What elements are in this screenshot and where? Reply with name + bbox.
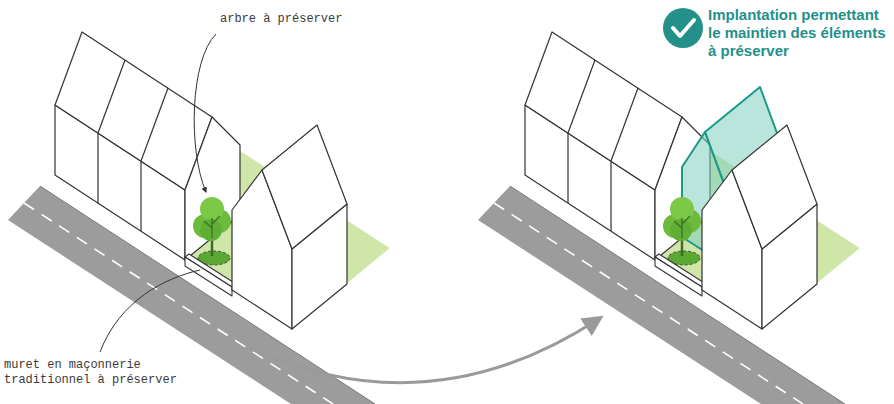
leader-line xyxy=(100,270,200,352)
after-scene xyxy=(478,32,861,404)
before-scene xyxy=(8,32,391,404)
check-icon xyxy=(663,8,703,48)
wall-label: muret en maçonnerie traditionnel à prése… xyxy=(4,358,190,388)
leader-line xyxy=(194,34,216,192)
tree-label: arbre à préserver xyxy=(220,12,390,27)
transition-arrow xyxy=(250,318,600,383)
result-heading: Implantation permettant le maintien des … xyxy=(708,6,890,60)
